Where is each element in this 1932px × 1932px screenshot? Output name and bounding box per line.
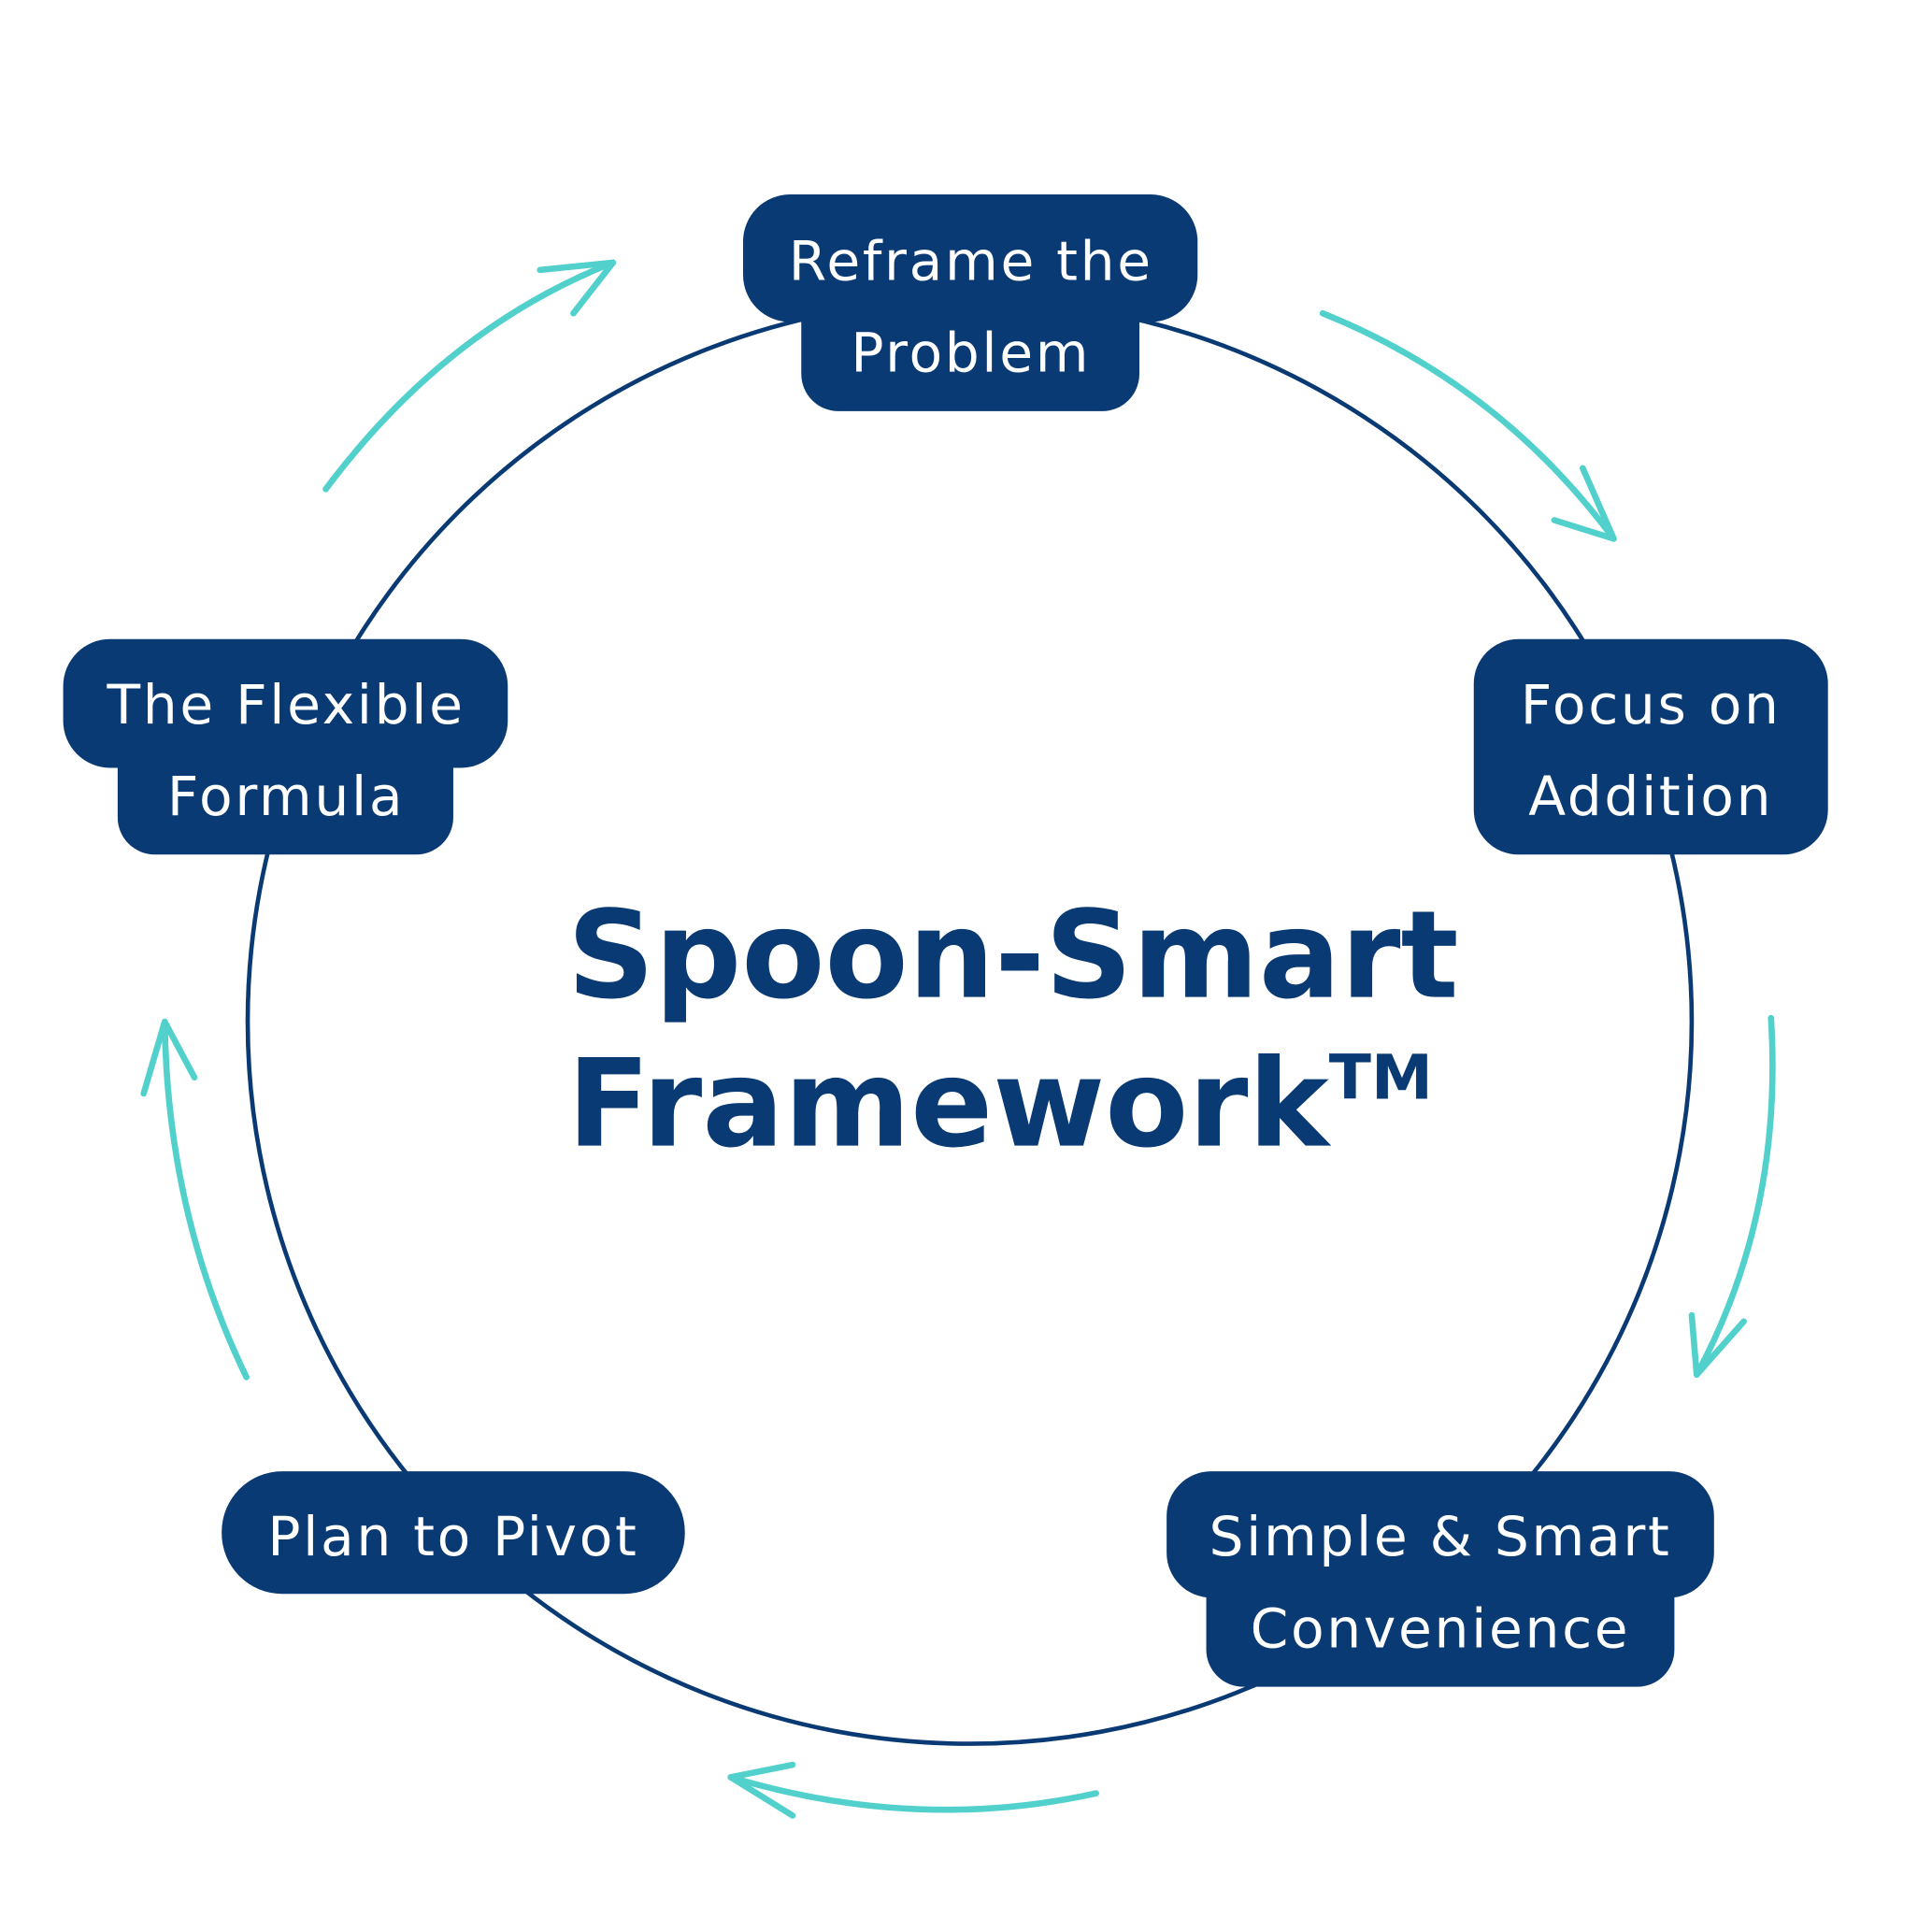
step-label-line2: Convenience bbox=[1251, 1596, 1631, 1660]
step-label-line2: Problem bbox=[851, 321, 1091, 384]
framework-title-line2: FrameworkTM bbox=[567, 1033, 1433, 1175]
step-label-line1: Simple & Smart bbox=[1209, 1505, 1671, 1568]
cycle-arrow-3 bbox=[1688, 1014, 1776, 1379]
step-label-line2: Addition bbox=[1528, 765, 1773, 828]
step-label-line1: Plan to Pivot bbox=[267, 1505, 638, 1568]
step-focus-on-addition: Focus on Addition bbox=[1473, 638, 1828, 855]
step-plan-to-pivot: Plan to Pivot bbox=[222, 1471, 685, 1595]
trademark-symbol: TM bbox=[1329, 1041, 1433, 1113]
step-simple-smart-convenience: Simple & Smart Convenience bbox=[1166, 1471, 1714, 1687]
step-label-line1: Focus on bbox=[1521, 673, 1782, 737]
cycle-arrow-5 bbox=[140, 1018, 250, 1381]
cycle-arrow-1 bbox=[322, 259, 617, 493]
step-reframe-the-problem: Reframe the Problem bbox=[743, 194, 1198, 411]
cycle-arrow-4 bbox=[727, 1761, 1099, 1819]
step-label-line2: Formula bbox=[167, 765, 405, 828]
step-label-line1: The Flexible bbox=[107, 673, 465, 737]
cycle-arrow-2 bbox=[1319, 309, 1617, 542]
step-label-line1: Reframe the bbox=[789, 229, 1153, 293]
step-the-flexible-formula: The Flexible Formula bbox=[63, 638, 508, 855]
framework-title-word: Framework bbox=[567, 1033, 1332, 1175]
framework-title-line1: Spoon-Smart bbox=[567, 884, 1459, 1026]
